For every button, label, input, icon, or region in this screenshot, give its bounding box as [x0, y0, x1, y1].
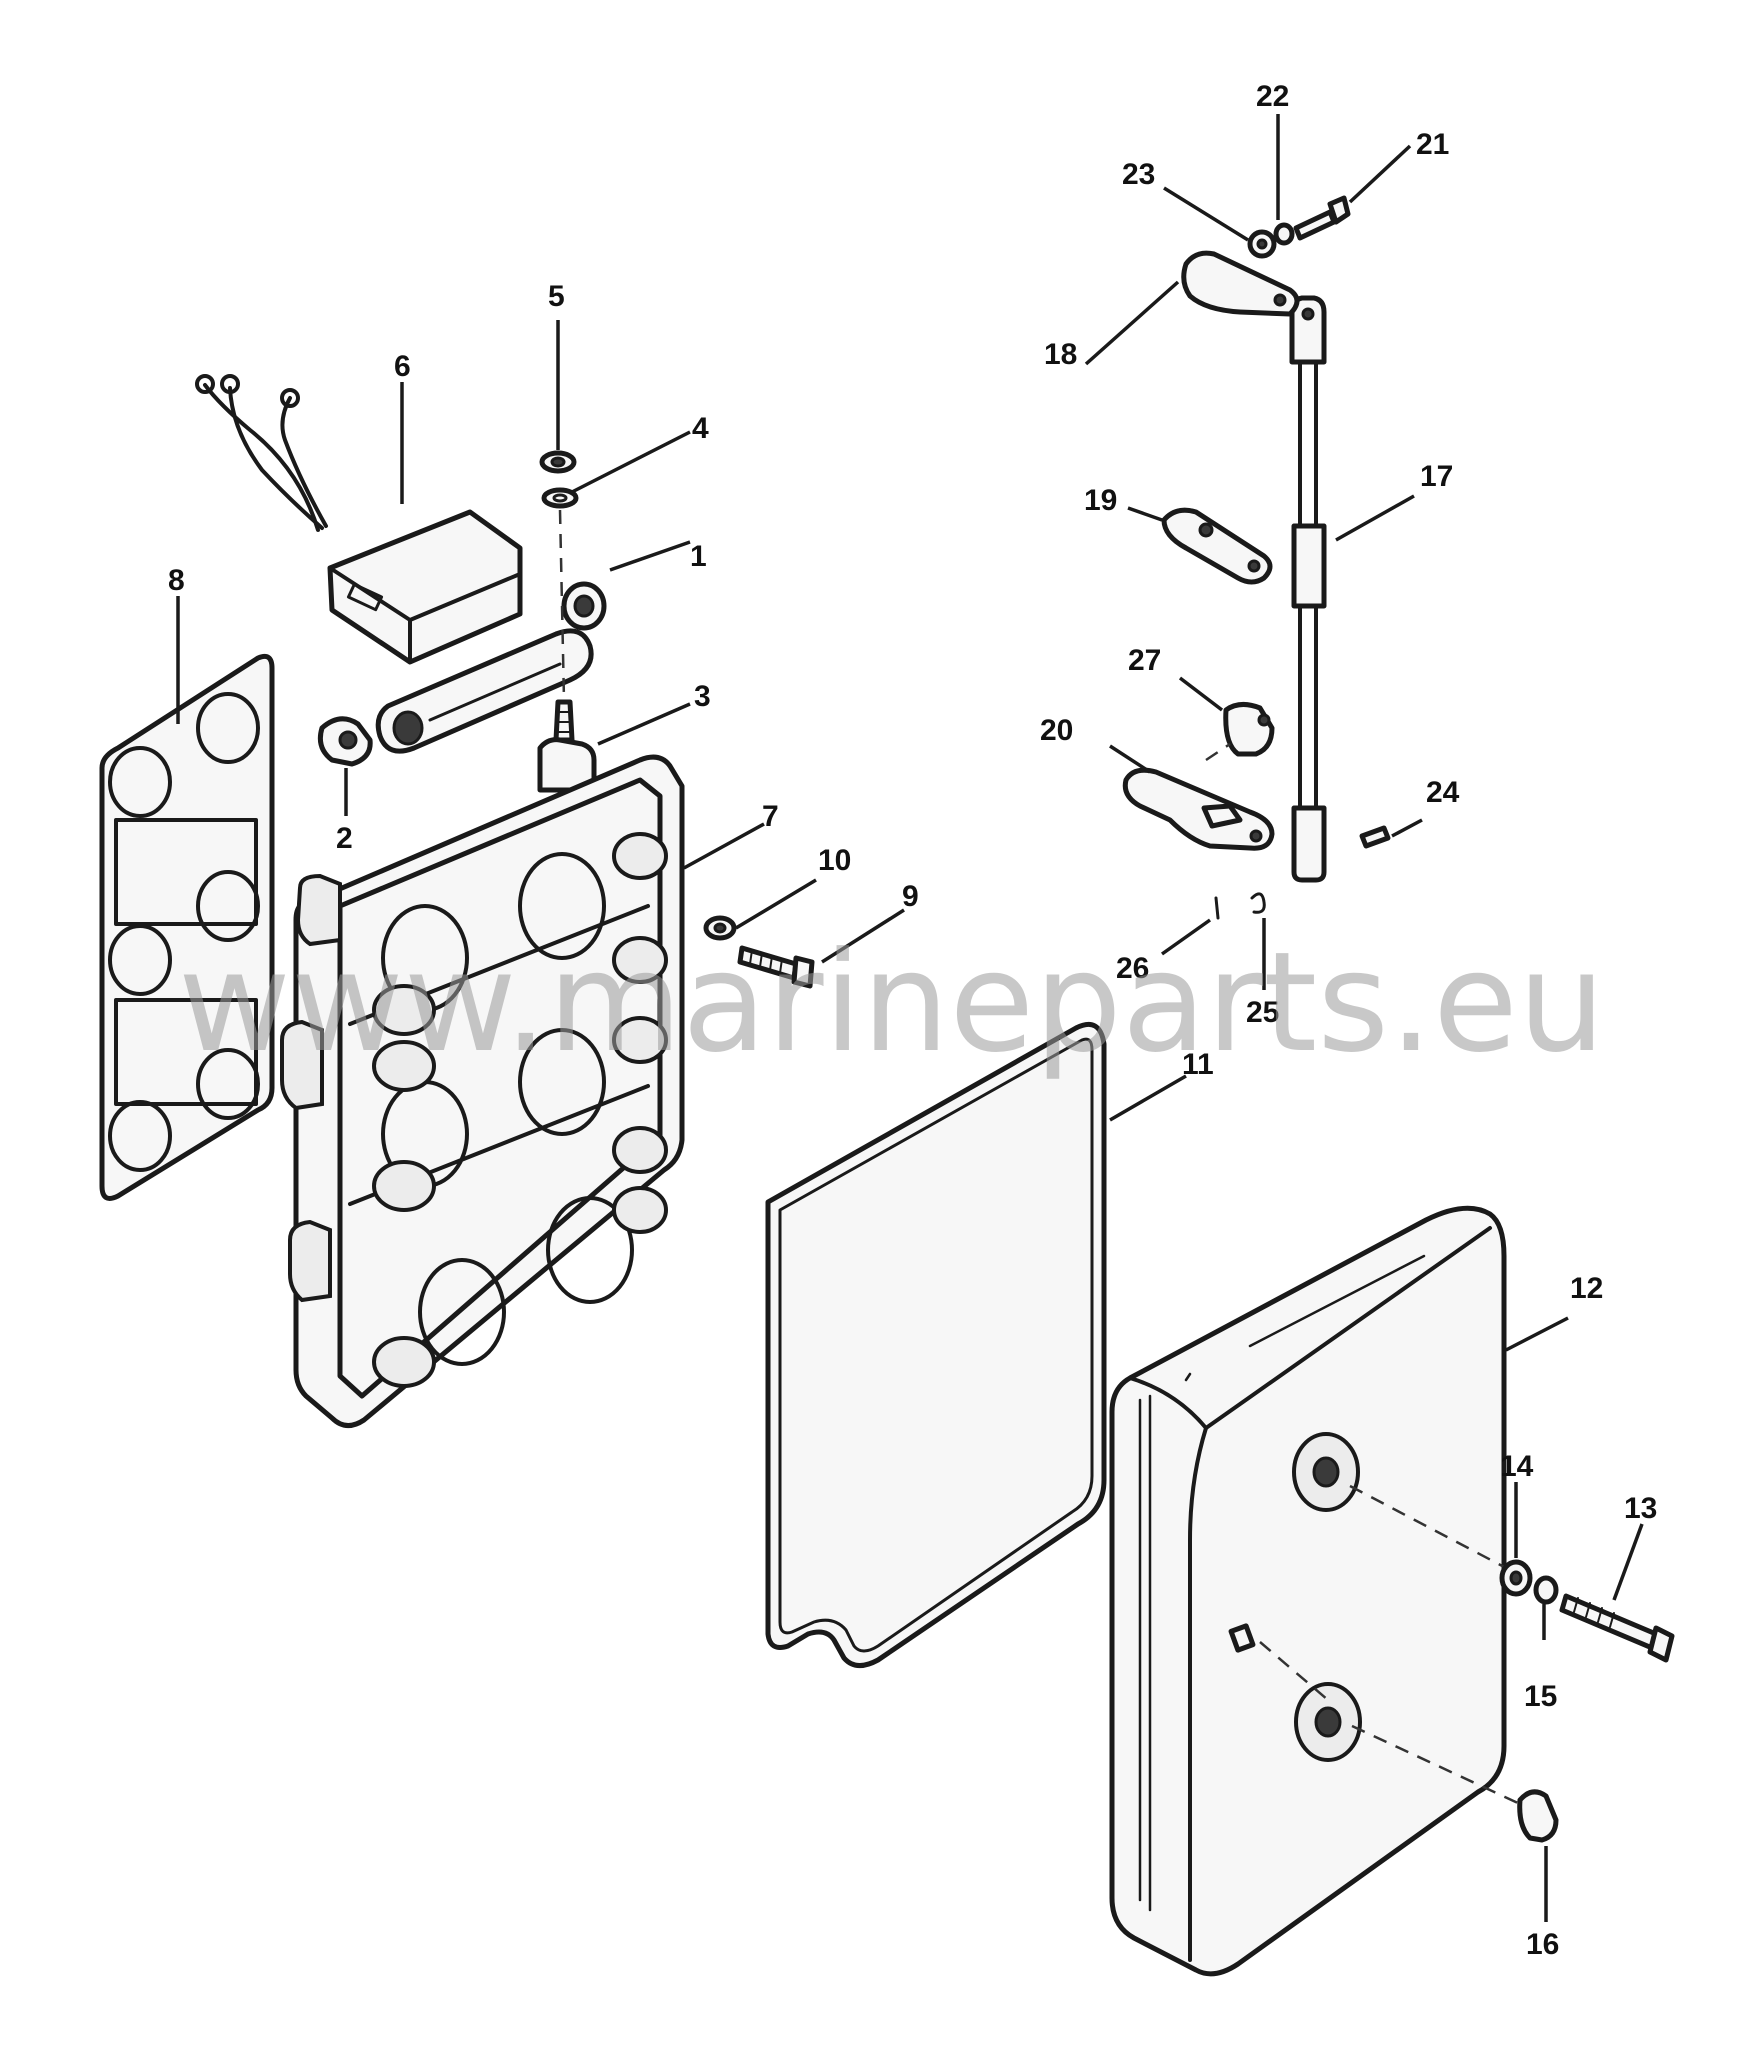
callout-17: 17	[1420, 460, 1453, 493]
callout-14: 14	[1500, 1450, 1534, 1483]
lever-part-20	[1122, 767, 1275, 851]
callout-3: 3	[694, 680, 711, 713]
washer-part-4	[541, 487, 579, 509]
callout-9: 9	[902, 880, 919, 913]
callout-10: 10	[818, 844, 851, 877]
callout-labels: 1 2 3 4 5 6 7 8 9 10 11 12 13 14 15 16 1…	[168, 80, 1657, 1961]
callout-19: 19	[1084, 484, 1117, 517]
nut-part-5	[539, 450, 577, 474]
screw-part-21	[1293, 195, 1351, 241]
callout-24: 24	[1426, 776, 1460, 809]
gasket-part-8	[99, 653, 275, 1201]
callout-25: 25	[1246, 996, 1279, 1029]
callout-22: 22	[1256, 80, 1289, 113]
plug-part-16	[1517, 1789, 1559, 1843]
module-part-6	[195, 374, 523, 665]
callout-2: 2	[336, 822, 353, 855]
washer-part-15	[1533, 1575, 1559, 1605]
screw-part-13	[1559, 1593, 1675, 1663]
lever-part-19	[1161, 507, 1273, 585]
stud-part-3	[553, 699, 575, 743]
watermark-text: www.marineparts.eu	[178, 922, 1605, 1083]
callout-12: 12	[1570, 1272, 1603, 1305]
pin-part-26	[1214, 896, 1220, 920]
washer-part-22	[1273, 222, 1295, 246]
leader-lines	[176, 114, 1644, 1922]
callout-27: 27	[1128, 644, 1161, 677]
callout-6: 6	[394, 350, 411, 383]
callout-18: 18	[1044, 338, 1077, 371]
callout-4: 4	[692, 412, 709, 445]
callout-15: 15	[1524, 1680, 1557, 1713]
linkage-rod-part-17	[1289, 295, 1327, 883]
callout-21: 21	[1416, 128, 1449, 161]
callout-5: 5	[548, 280, 565, 313]
washer-part-10	[703, 915, 737, 941]
callout-20: 20	[1040, 714, 1073, 747]
washer-part-14	[1499, 1559, 1533, 1597]
bracket-part-1	[375, 581, 607, 754]
manifold-housing	[280, 737, 685, 1428]
callout-1: 1	[690, 540, 707, 573]
seal-part-11	[765, 1022, 1107, 1668]
clip-part-25	[1250, 892, 1266, 914]
clamp-part-2	[317, 716, 373, 767]
cover-part-12	[1109, 1205, 1507, 1977]
washer-part-23	[1247, 229, 1277, 259]
callout-16: 16	[1526, 1928, 1559, 1961]
callout-13: 13	[1624, 1492, 1657, 1525]
callout-11: 11	[1182, 1048, 1214, 1081]
callout-8: 8	[168, 564, 185, 597]
screw-part-9	[737, 945, 815, 989]
pin-part-24	[1359, 825, 1391, 849]
callout-23: 23	[1122, 158, 1155, 191]
bushing-part-27	[1223, 702, 1275, 757]
lever-part-18	[1181, 250, 1300, 317]
callout-7: 7	[762, 800, 779, 833]
callout-26: 26	[1116, 952, 1149, 985]
